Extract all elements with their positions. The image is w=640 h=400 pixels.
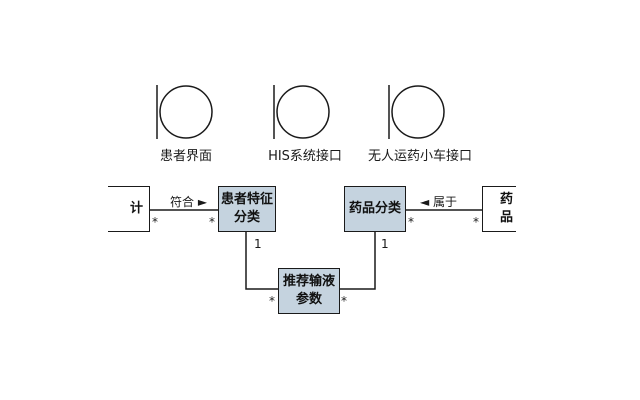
- interface-symbol-patient-ui: [156, 85, 213, 139]
- assoc-line-patient-infusion: [245, 232, 278, 290]
- mult-drug-right: *: [408, 215, 414, 229]
- mult-infusion-left: *: [269, 294, 275, 308]
- entity-drug-class[interactable]: 药品分类: [344, 186, 406, 232]
- entity-left-partial[interactable]: 计: [108, 186, 150, 232]
- mult-patient-left: *: [209, 215, 215, 229]
- mult-patient-bottom: 1: [254, 237, 262, 251]
- assoc-label-conforms: 符合 ►: [170, 195, 208, 209]
- assoc-label-belongs: ◄ 属于: [420, 195, 458, 209]
- interface-label-patient-ui: 患者界面: [159, 149, 213, 164]
- entity-patient-feature-class[interactable]: 患者特征 分类: [218, 186, 276, 232]
- assoc-line-drug-infusion: [340, 232, 376, 290]
- mult-infusion-right: *: [341, 294, 347, 308]
- entity-right-partial[interactable]: 药品: [482, 186, 516, 232]
- mult-drug-bottom: 1: [381, 237, 389, 251]
- interface-label-cart: 无人运药小车接口: [367, 149, 473, 164]
- interface-label-his: HIS系统接口: [268, 149, 342, 164]
- entity-recommended-infusion-params[interactable]: 推荐输液 参数: [278, 268, 340, 314]
- mult-left-entity: *: [152, 215, 158, 229]
- interface-symbol-his: [273, 85, 330, 139]
- mult-right-entity: *: [473, 215, 479, 229]
- interface-symbol-cart: [388, 85, 445, 139]
